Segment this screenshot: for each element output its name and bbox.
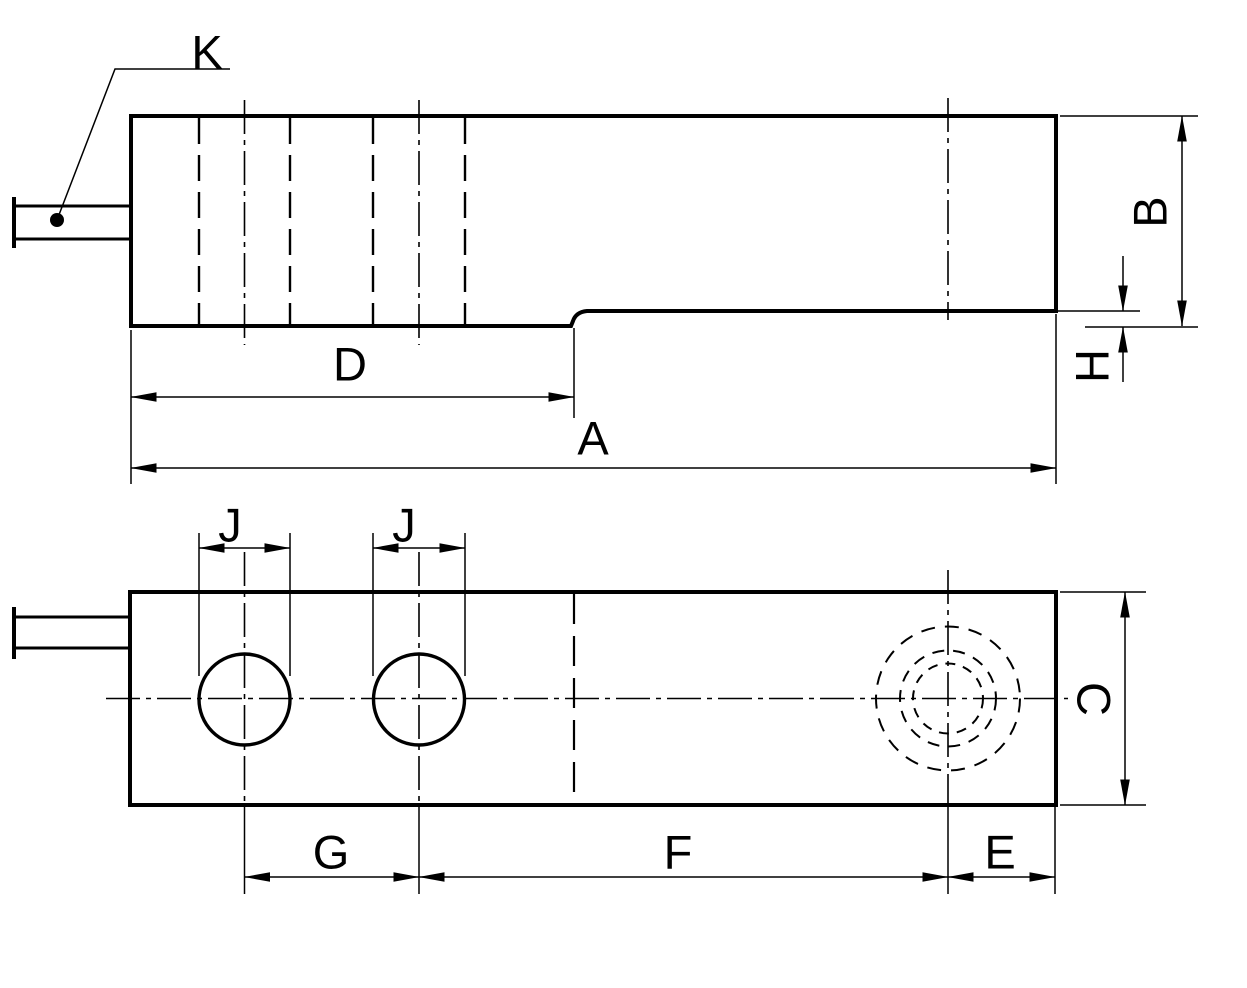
label-f: F (664, 826, 693, 879)
side-view: D A B H K (12, 26, 1198, 484)
top-view: J J C G F (12, 499, 1146, 894)
mounting-hole-1 (197, 652, 292, 747)
dimension-A: A (130, 314, 1057, 484)
label-j1: J (218, 499, 242, 552)
dimension-B: B (1060, 115, 1198, 328)
callout-K: K (50, 26, 230, 227)
dimension-H: H (1058, 256, 1140, 383)
hidden-circle-middle (899, 649, 997, 748)
dimension-D: D (130, 328, 575, 484)
leader-line (56, 68, 230, 221)
label-a: A (577, 412, 609, 465)
dimension-C: C (1060, 591, 1146, 806)
label-c: C (1068, 682, 1121, 716)
dimension-E: E (947, 826, 1056, 882)
label-d: D (333, 338, 367, 391)
cable-side-view (12, 197, 131, 248)
label-e: E (984, 826, 1015, 879)
label-h: H (1066, 349, 1119, 383)
dimension-J1: J (198, 499, 291, 676)
label-j2: J (392, 499, 416, 552)
cable-top-view (12, 607, 130, 659)
mounting-hole-2 (371, 652, 467, 747)
label-b: B (1124, 196, 1177, 227)
top-view-centerlines (106, 552, 1068, 803)
hidden-circle-inner (912, 662, 984, 735)
dimension-J2: J (372, 499, 466, 676)
hidden-circle-outer (875, 625, 1021, 772)
label-g: G (313, 826, 350, 879)
side-view-body-outline (129, 114, 1058, 328)
hidden-hole-edges (197, 118, 467, 324)
dimension-G: G (244, 826, 420, 882)
dimension-F: F (418, 826, 949, 882)
bottom-extension-lines (243, 806, 1056, 894)
side-view-centerlines (243, 98, 949, 345)
hidden-load-hole (875, 625, 1021, 772)
label-k: K (191, 26, 222, 79)
